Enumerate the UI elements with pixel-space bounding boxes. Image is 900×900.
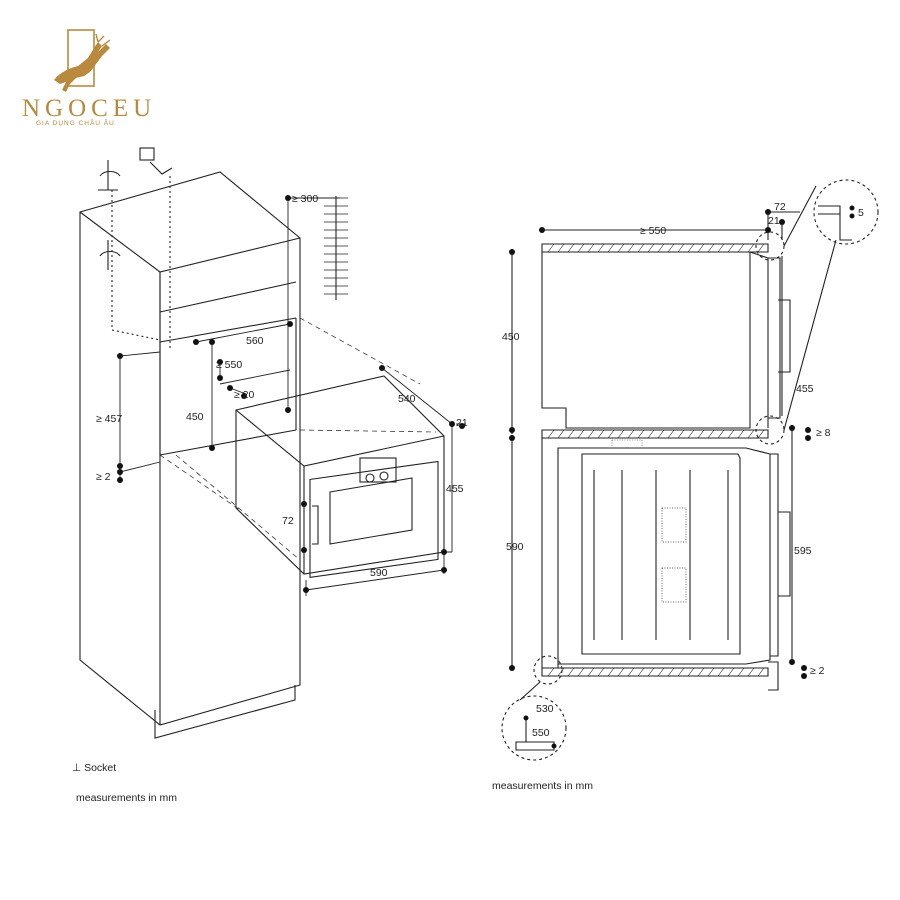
dim-niche-width: 560 [246,335,264,347]
dim-oven-front: 595 [794,545,812,557]
dim-appliance-depth: 540 [398,393,416,405]
rear-wall-hatch [322,196,348,300]
brand-tagline: GIA DỤNG CHÂU ÂU [36,120,115,127]
dim-base-gap: ≥ 2 [96,471,111,483]
brand-logo [18,28,148,128]
dim-bottom-gap: ≥ 2 [810,665,825,677]
dim-top-clearance: ≥ 300 [292,193,318,205]
left-units-note: measurements in mm [76,792,177,804]
dim-height-455: 455 [796,383,814,395]
dim-front-21: 21 [768,215,780,227]
tall-cabinet [79,171,301,739]
dim-gap-8: ≥ 8 [816,427,831,439]
socket-legend-label: Socket [84,762,117,774]
dim-width-min: ≥ 550 [640,225,666,237]
dim-top-height: 450 [502,331,520,343]
deer-logo-icon [54,29,111,92]
plate-hatching [547,243,765,677]
compact-oven [235,375,445,579]
brand-name: NGOCEU [22,95,157,122]
dim-oven-height: 590 [506,541,524,553]
socket-legend: ⊥ Socket [72,762,116,774]
projection-lines [159,317,437,561]
dimension-points [117,195,855,749]
dim-handle-depth: 72 [282,515,294,527]
dim-front-72: 72 [774,201,786,213]
dim-detail-530: 530 [536,703,554,715]
section-view [501,179,879,761]
vent-dots [611,439,687,603]
dim-front-offset: 21 [456,417,468,429]
dim-niche-depth: ≥ 550 [216,359,242,371]
dim-niche-height-min: ≥ 457 [96,413,122,425]
dim-appliance-height: 455 [446,483,464,495]
dim-niche-height: 450 [186,411,204,423]
socket-symbol-icon: ⊥ [72,762,85,774]
socket-icon [98,147,173,350]
right-units-note: measurements in mm [492,780,593,792]
dim-rear-gap: ≥ 20 [234,389,255,401]
dim-appliance-width: 590 [370,567,388,579]
dim-detail-5: 5 [858,207,864,219]
dim-detail-550: 550 [532,727,550,739]
